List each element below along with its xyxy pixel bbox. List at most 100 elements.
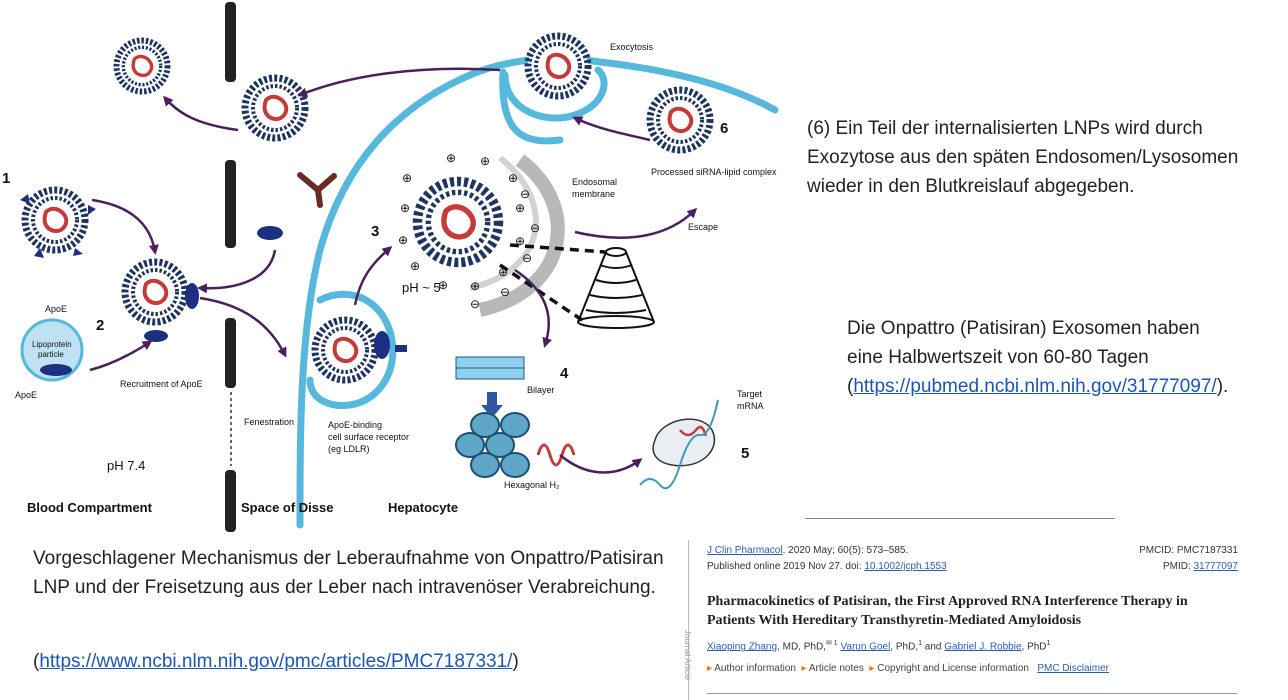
svg-text:⊕: ⊕ (410, 259, 420, 273)
citation-pmid: PMID: 31777097 (1163, 561, 1238, 572)
pmc-article-link[interactable]: https://www.ncbi.nlm.nih.gov/pmc/article… (39, 651, 513, 672)
receptor-label-2: cell surface receptor (328, 432, 409, 442)
endosomal-label-2: membrane (572, 189, 615, 199)
target-label-2: mRNA (737, 401, 764, 411)
tab-bullet-1: ▸ (707, 663, 713, 674)
mechanism-close-paren: ) (512, 651, 519, 672)
pmid-label: PMID: (1162, 561, 1194, 572)
diagram-labels: 1 2 3 4 5 6 Exocytosis Processed siRNA-l… (2, 42, 777, 515)
apoe-bottom-label: ApoE (15, 390, 37, 400)
process-arrows (89, 67, 698, 474)
svg-text:⊕: ⊕ (398, 233, 408, 247)
processed-complex-label: Processed siRNA-lipid complex (651, 167, 777, 177)
svg-text:⊖: ⊖ (520, 187, 530, 201)
svg-text:⊕: ⊕ (498, 265, 508, 279)
citation-published-line: Published online 2019 Nov 27. doi: 10.10… (707, 561, 947, 572)
tab-article-notes[interactable]: Article notes (808, 663, 864, 674)
author2-marks: 1 (918, 640, 922, 647)
author-goel-link[interactable]: Varun Goel (840, 641, 891, 653)
halflife-close-paren: ). (1216, 376, 1229, 397)
author3-prefix: and (922, 641, 945, 653)
hepatocyte-membrane (296, 54, 779, 529)
doi-link[interactable]: 10.1002/jcph.1553 (864, 561, 947, 572)
zoom-lines (499, 243, 606, 324)
citation-left-border (688, 540, 689, 700)
lipoprotein-label-2: particle (38, 350, 64, 359)
article-title: Pharmacokinetics of Patisiran, the First… (707, 592, 1227, 630)
step-1-label: 1 (2, 170, 10, 187)
tab-copyright[interactable]: Copyright and License information (877, 663, 1029, 674)
step-3-label: 3 (371, 223, 379, 240)
svg-text:⊕: ⊕ (400, 201, 410, 215)
svg-text:⊕: ⊕ (515, 234, 525, 248)
recruitment-label: Recruitment of ApoE (120, 379, 203, 389)
mechanism-source: (https://www.ncbi.nlm.nih.gov/pmc/articl… (33, 647, 673, 676)
pmid-link[interactable]: 31777097 (1193, 561, 1239, 572)
sirna-strand (536, 443, 576, 467)
article-title-text: Pharmacokinetics of Patisiran, the First… (707, 594, 1188, 628)
bilayer-phase (455, 356, 525, 418)
tab-pmc-disclaimer[interactable]: PMC Disclaimer (1037, 663, 1109, 674)
tab-bullet-3: ▸ (869, 663, 875, 674)
receptor-label-3: (eg LDLR) (328, 444, 370, 454)
author2-suffix: , PhD, (890, 641, 919, 653)
svg-text:⊕: ⊕ (446, 151, 456, 165)
svg-text:⊖: ⊖ (522, 251, 532, 265)
endosome-membrane (469, 154, 565, 317)
step-5-label: 5 (741, 445, 749, 462)
step-4-label: 4 (560, 365, 569, 382)
hexagonal-label: Hexagonal H₂ (504, 480, 560, 490)
author-line: Xiaoping Zhang, MD, PhD,✉ 1 Varun Goel, … (707, 639, 1050, 652)
exocytosis-note-text: (6) Ein Teil der internalisierten LNPs w… (807, 118, 1239, 197)
author-robbie-link[interactable]: Gabriel J. Robbie (944, 641, 1022, 653)
svg-text:⊖: ⊖ (470, 297, 480, 311)
mechanism-caption: Vorgeschlagener Mechanismus der Leberauf… (33, 544, 673, 602)
exocytosis-note: (6) Ein Teil der internalisierten LNPs w… (807, 114, 1277, 201)
published-text: Published online 2019 Nov 27. doi: (707, 561, 865, 572)
escape-cone (577, 247, 655, 329)
step-6-label: 6 (720, 120, 728, 137)
bilayer-label: Bilayer (527, 385, 555, 395)
lipoprotein-particle (20, 318, 84, 382)
target-label-1: Target (737, 389, 763, 399)
tab-bullet-2: ▸ (801, 663, 807, 674)
svg-text:⊕: ⊕ (470, 279, 480, 293)
receptor-label-1: ApoE-binding (328, 420, 382, 430)
step-2-label: 2 (96, 317, 104, 334)
apoe-proteins (20, 194, 407, 359)
journal-info: . 2020 May; 60(5): 573–585. (782, 545, 909, 556)
escape-label: Escape (688, 222, 718, 232)
pubmed-link[interactable]: https://pubmed.ncbi.nlm.nih.gov/31777097… (853, 376, 1217, 397)
svg-text:⊕: ⊕ (480, 154, 490, 168)
svg-text:⊕: ⊕ (515, 201, 525, 215)
charge-symbols: ⊕⊕⊕ ⊕⊕⊕ ⊕⊕⊕ ⊕⊕⊕ ⊖⊖⊖ ⊖⊖ (398, 151, 540, 311)
exocytosis-label: Exocytosis (610, 42, 654, 52)
svg-text:⊕: ⊕ (508, 171, 518, 185)
citation-tabs: ▸ Author information ▸ Article notes ▸ C… (707, 663, 1109, 674)
lipoprotein-label-1: Lipoprotein (32, 340, 72, 349)
apoe-label: ApoE (45, 304, 67, 314)
fenestration-label: Fenestration (244, 417, 294, 427)
space-of-disse-label: Space of Disse (241, 500, 334, 515)
author-zhang-link[interactable]: Xiaoping Zhang (707, 641, 778, 653)
citation-pmcid: PMCID: PMC7187331 (1139, 545, 1238, 556)
endothelial-barrier (225, 2, 236, 532)
svg-text:⊖: ⊖ (500, 285, 510, 299)
citation-bottom-rule (707, 693, 1237, 694)
svg-text:⊕: ⊕ (402, 171, 412, 185)
mechanism-open-paren: ( (33, 651, 40, 672)
halflife-note-text: Die Onpattro (Patisiran) Exosomen haben … (847, 318, 1200, 368)
ph5-label: pH ~ 5 (402, 280, 441, 295)
halflife-open-paren: ( (847, 376, 854, 397)
mechanism-caption-text: Vorgeschlagener Mechanismus der Leberauf… (33, 548, 664, 598)
citation-side-label: Journal Article (673, 630, 692, 680)
pmcid-text: PMCID: PMC7187331 (1139, 545, 1238, 556)
tab-author-information[interactable]: Author information (714, 663, 796, 674)
svg-text:⊖: ⊖ (530, 221, 540, 235)
citation-journal-line: J Clin Pharmacol. 2020 May; 60(5): 573–5… (707, 545, 908, 556)
journal-link[interactable]: J Clin Pharmacol (707, 545, 783, 556)
side-label-text: Journal Article (683, 630, 692, 681)
hexagonal-phase (455, 412, 530, 478)
antibody-receptor (297, 172, 337, 208)
svg-text:⊕: ⊕ (438, 278, 448, 292)
